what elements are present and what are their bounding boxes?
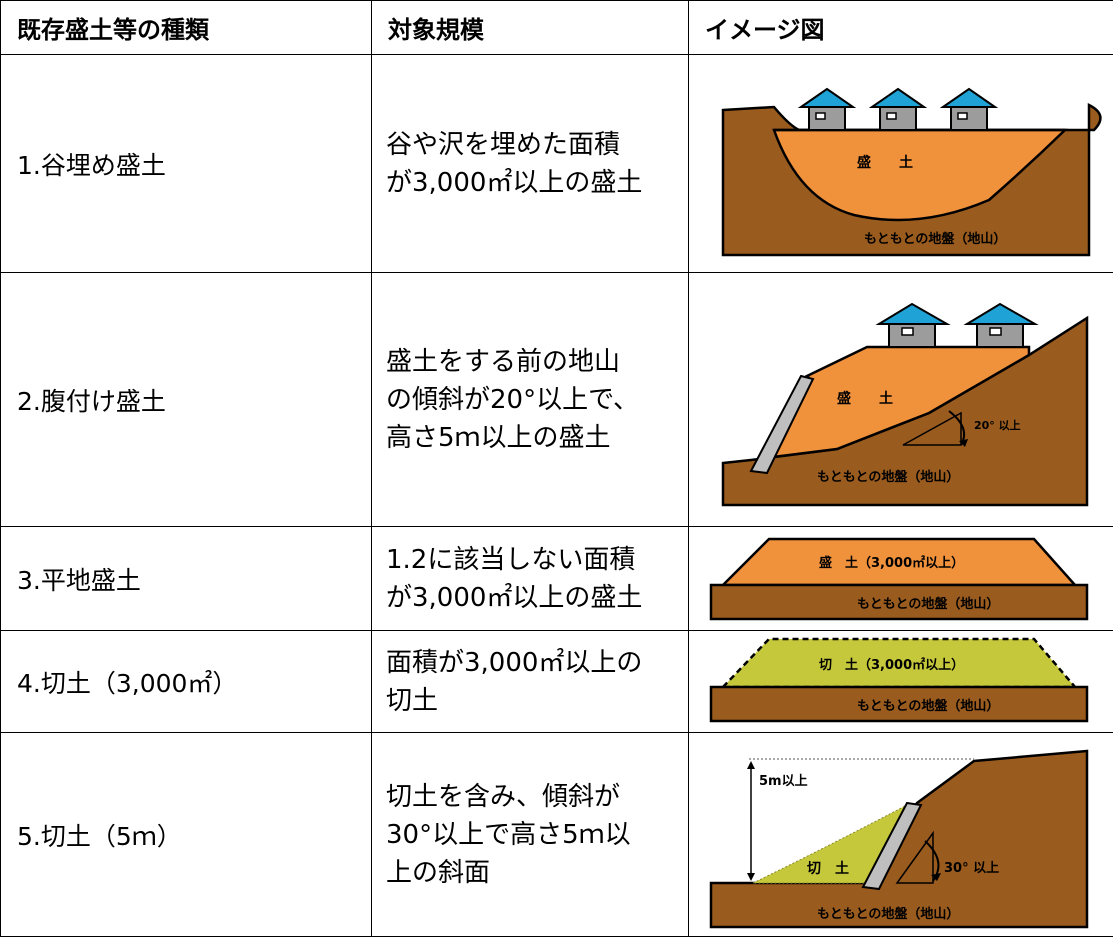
row-image: 5m以上 切 土 30° 以上 もともとの地盤（地山） xyxy=(689,733,1113,937)
scale-line: 高さ5ｍ以上の盛土 xyxy=(386,419,684,457)
valley-fill-diagram: 盛 土 もともとの地盤（地山） xyxy=(689,55,1113,273)
header-type: 既存盛土等の種類 xyxy=(1,1,372,55)
header-image: イメージ図 xyxy=(689,1,1113,55)
header-scale: 対象規模 xyxy=(372,1,689,55)
row-scale: 面積が3,000㎡以上の 切土 xyxy=(372,631,689,733)
scale-line: 切土 xyxy=(386,682,684,720)
row-scale: 谷や沢を埋めた面積 が3,000㎡以上の盛土 xyxy=(372,55,689,273)
scale-line: 1.2に該当しない面積 xyxy=(386,541,684,579)
table-row: 3.平地盛土 1.2に該当しない面積 が3,000㎡以上の盛土 盛 土（3,00… xyxy=(1,527,1113,631)
scale-line: が3,000㎡以上の盛土 xyxy=(386,579,684,617)
fill-label: 盛 土 xyxy=(837,390,893,407)
angle-label: 20° 以上 xyxy=(974,418,1021,432)
fill-label: 盛 土 xyxy=(857,154,913,171)
row-image: 盛 土 20° 以上 もともとの地盤（地山） xyxy=(689,273,1113,527)
fill-label: 切 土（3,000㎡以上） xyxy=(819,657,964,673)
ground-label: もともとの地盤（地山） xyxy=(857,596,999,612)
row-image: 盛 土（3,000㎡以上） もともとの地盤（地山） xyxy=(689,527,1113,631)
scale-line: の傾斜が20°以上で、 xyxy=(386,381,684,419)
scale-line: 30°以上で高さ5ｍ以 xyxy=(386,816,684,854)
table-row: 4.切土（3,000㎡） 面積が3,000㎡以上の 切土 切 土（3,000㎡以… xyxy=(1,631,1113,733)
house-icon xyxy=(872,89,924,130)
ground-label: もともとの地盤（地山） xyxy=(864,231,1006,247)
row-image: 切 土（3,000㎡以上） もともとの地盤（地山） xyxy=(689,631,1113,733)
ground-label: もともとの地盤（地山） xyxy=(817,906,959,922)
table-row: 5.切土（5ｍ） 切土を含み、傾斜が 30°以上で高さ5ｍ以 上の斜面 xyxy=(1,733,1113,937)
fill-label: 切 土 xyxy=(807,860,849,877)
flat-cut-diagram: 切 土（3,000㎡以上） もともとの地盤（地山） xyxy=(689,631,1113,733)
row-type: 2.腹付け盛土 xyxy=(1,273,372,527)
row-type: 4.切土（3,000㎡） xyxy=(1,631,372,733)
side-fill-diagram: 盛 土 20° 以上 もともとの地盤（地山） xyxy=(689,273,1113,527)
row-scale: 切土を含み、傾斜が 30°以上で高さ5ｍ以 上の斜面 xyxy=(372,733,689,937)
scale-line: 盛土をする前の地山 xyxy=(386,343,684,381)
table-header-row: 既存盛土等の種類 対象規模 イメージ図 xyxy=(1,1,1113,55)
fill-label: 盛 土（3,000㎡以上） xyxy=(819,555,964,571)
house-icon xyxy=(943,89,995,130)
row-scale: 盛土をする前の地山 の傾斜が20°以上で、 高さ5ｍ以上の盛土 xyxy=(372,273,689,527)
scale-line: 切土を含み、傾斜が xyxy=(386,778,684,816)
table-row: 1.谷埋め盛土 谷や沢を埋めた面積 が3,000㎡以上の盛土 xyxy=(1,55,1113,273)
scale-line: 上の斜面 xyxy=(386,854,684,892)
ground-label: もともとの地盤（地山） xyxy=(817,469,959,485)
table-row: 2.腹付け盛土 盛土をする前の地山 の傾斜が20°以上で、 高さ5ｍ以上の盛土 xyxy=(1,273,1113,527)
scale-line: が3,000㎡以上の盛土 xyxy=(386,164,684,202)
flat-fill-diagram: 盛 土（3,000㎡以上） もともとの地盤（地山） xyxy=(689,527,1113,631)
row-type: 5.切土（5ｍ） xyxy=(1,733,372,937)
row-type: 3.平地盛土 xyxy=(1,527,372,631)
scale-line: 面積が3,000㎡以上の xyxy=(386,644,684,682)
house-icon xyxy=(967,304,1035,347)
ground-label: もともとの地盤（地山） xyxy=(857,698,999,714)
house-icon xyxy=(879,304,947,347)
slope-cut-diagram: 5m以上 切 土 30° 以上 もともとの地盤（地山） xyxy=(689,733,1113,937)
scale-line: 谷や沢を埋めた面積 xyxy=(386,126,684,164)
row-scale: 1.2に該当しない面積 が3,000㎡以上の盛土 xyxy=(372,527,689,631)
row-type: 1.谷埋め盛土 xyxy=(1,55,372,273)
height-label: 5m以上 xyxy=(759,774,808,789)
angle-label: 30° 以上 xyxy=(944,861,999,876)
row-image: 盛 土 もともとの地盤（地山） xyxy=(689,55,1113,273)
house-icon xyxy=(801,89,853,130)
